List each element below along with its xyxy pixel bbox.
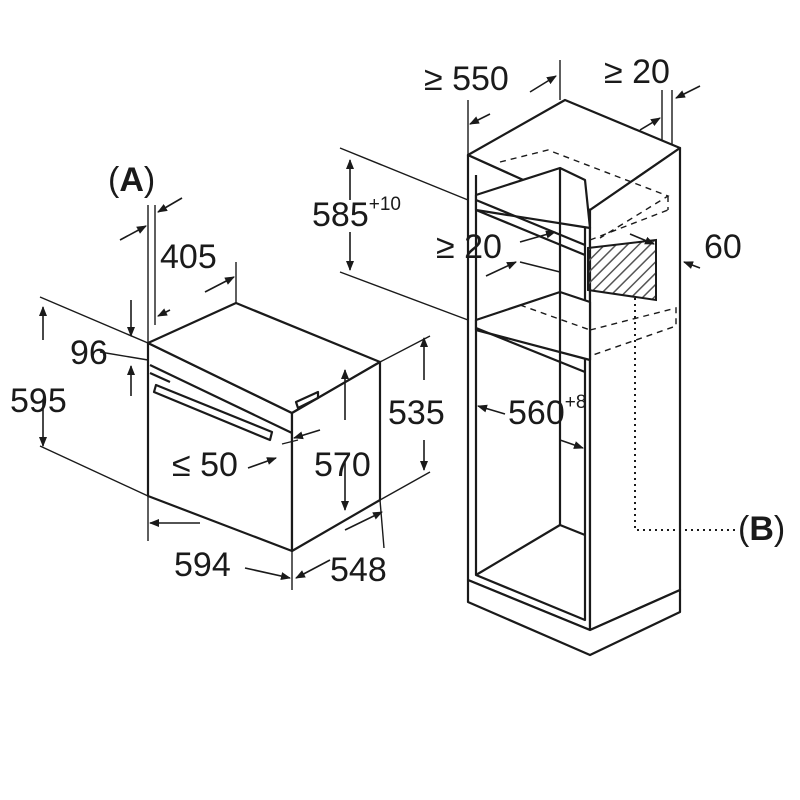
dimension-570: 570 <box>314 446 371 484</box>
callout-a-text: (A) <box>108 161 156 199</box>
dimension-min-20-top: ≥ 20 <box>604 53 670 91</box>
dimension-535: 535 <box>388 394 445 432</box>
dimension-595: 595 <box>10 382 67 420</box>
cabinet-extension-lines <box>339 60 673 321</box>
dimension-min-550: ≥ 550 <box>424 60 509 98</box>
dimension-max-50: ≤ 50 <box>172 446 238 484</box>
dimension-560-tolerance: +8 <box>564 391 587 413</box>
callout-b-text: (B) <box>738 510 786 548</box>
dimension-560: 560+8 <box>508 393 586 432</box>
dimension-585-value: 585 <box>312 196 369 234</box>
dimension-585-tolerance: +10 <box>368 193 401 215</box>
oven-handle <box>152 383 274 442</box>
callout-a-label: (A) <box>108 163 155 197</box>
cabinet-drawing <box>466 98 682 657</box>
dimension-96: 96 <box>70 334 108 372</box>
oven-dimension-arrows <box>39 197 428 580</box>
cabinet-dimension-arrows <box>346 75 701 449</box>
dimension-60: 60 <box>704 228 742 266</box>
ventilation-opening <box>587 238 657 302</box>
oven-extension-lines <box>39 205 431 590</box>
oven-drawing <box>146 301 382 553</box>
cabinet-hidden-lines <box>499 149 677 357</box>
dimension-548: 548 <box>330 551 387 589</box>
dimension-585: 585+10 <box>312 195 401 234</box>
cabinet-plinth <box>466 578 682 657</box>
callout-b-label: (B) <box>738 512 785 546</box>
dimension-min-20-mid: ≥ 20 <box>436 228 502 266</box>
dimension-594: 594 <box>174 546 231 584</box>
dimension-405: 405 <box>160 238 217 276</box>
dimension-560-value: 560 <box>508 394 565 432</box>
